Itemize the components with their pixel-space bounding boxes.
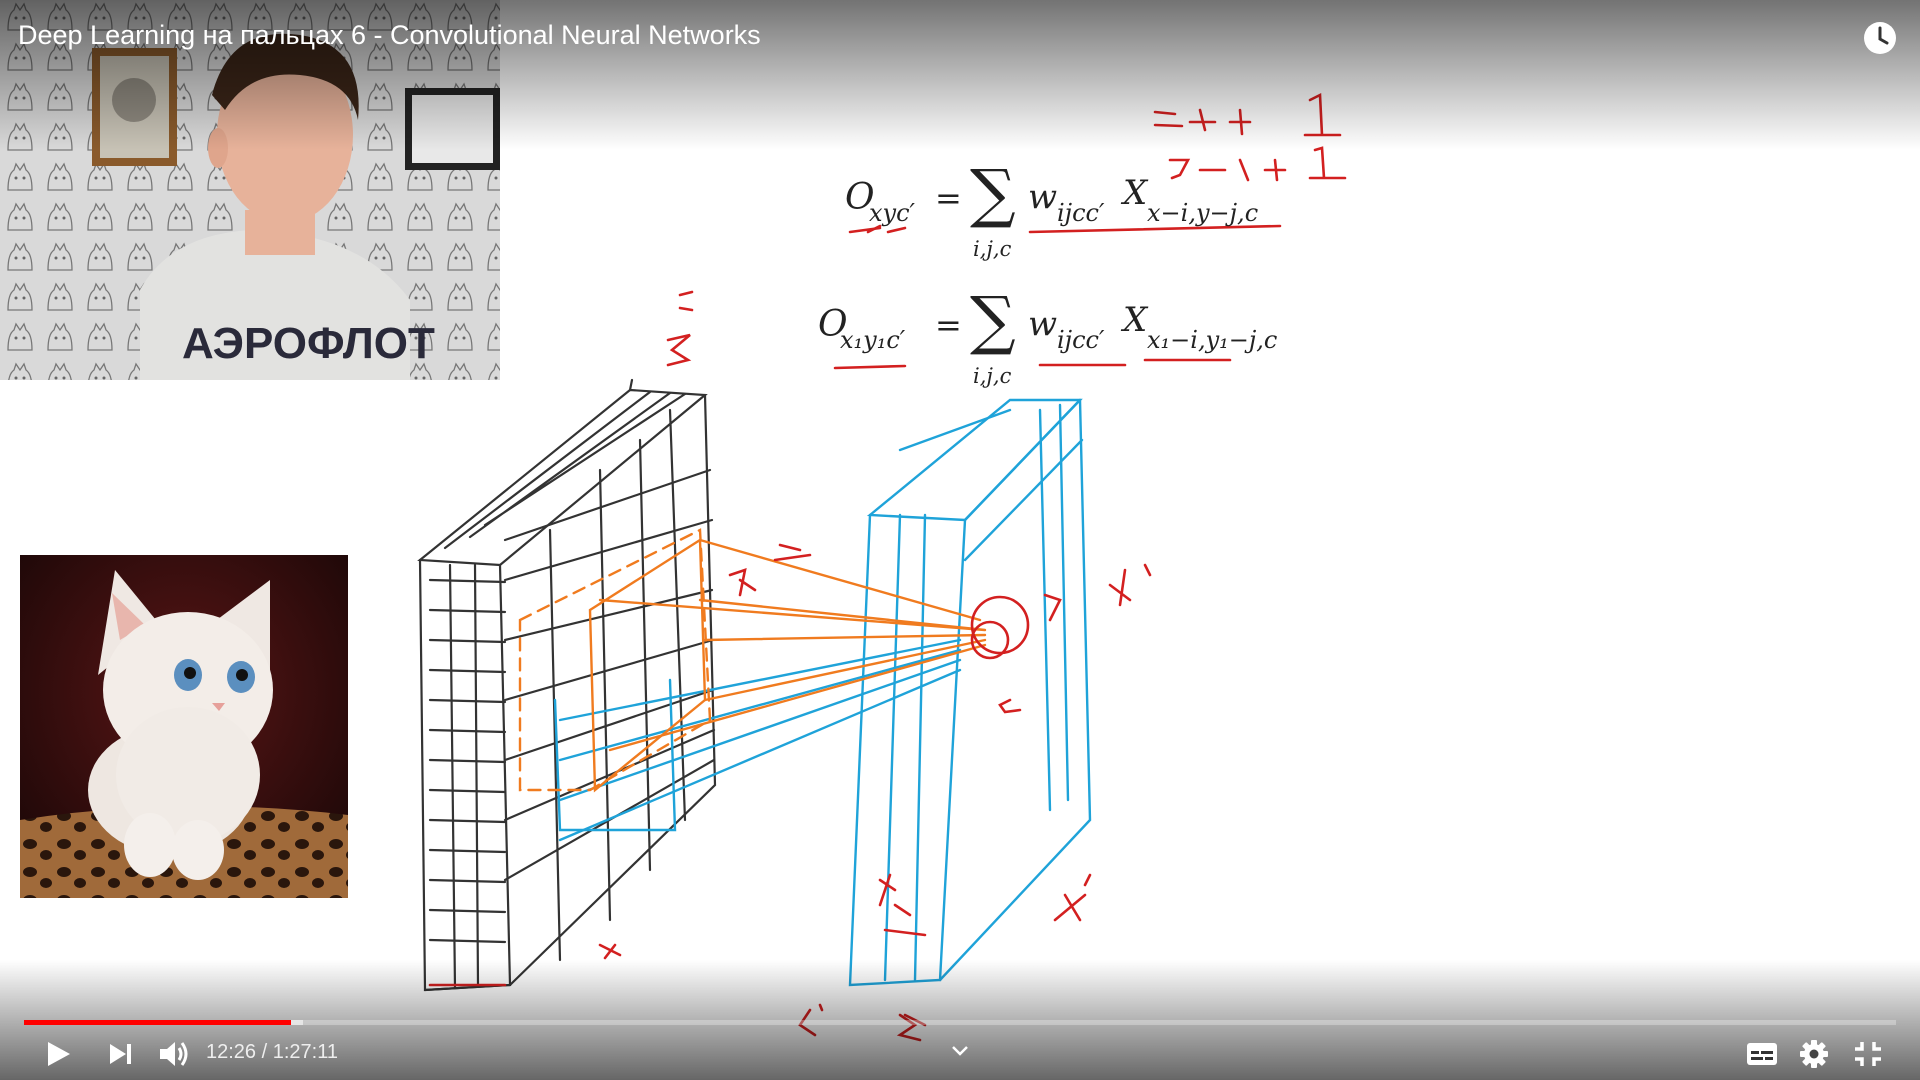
watch-later-button[interactable] [1860,18,1900,58]
current-time: 12:26 [206,1041,257,1063]
webcam-overlay: АЭРОФЛОТ [0,0,500,380]
formula-1-lhs: O [845,177,875,218]
chapter-chevron-button[interactable] [946,1040,974,1062]
formula-2-x-sub: x₁−i,y₁−j,c [1147,326,1278,354]
chevron-down-icon [952,1046,968,1056]
subtitles-icon [1747,1043,1777,1065]
time-separator: / [256,1041,273,1063]
gear-icon [1800,1040,1828,1068]
exit-fullscreen-icon [1855,1042,1881,1066]
play-icon [48,1042,70,1066]
next-icon [110,1044,131,1064]
formula-2-lhs-sub: x₁y₁c′ [840,326,906,354]
video-title[interactable]: Deep Learning на пальцах 6 - Convolution… [18,20,761,50]
formula-2-w: w [1028,304,1058,344]
volume-icon [160,1042,188,1066]
play-button[interactable] [34,1036,82,1072]
time-display: 12:26 / 1:27:11 [206,1041,338,1064]
formula-2-lhs: O [818,304,848,345]
formula-1: O xyc′ = ∑ i,j,c w ijcc′ X x−i,y−j,c [845,157,1285,275]
progress-bar[interactable] [24,1020,1896,1025]
formula-1-eq: = [935,179,962,217]
formula-2-sum-sub: i,j,c [973,364,1012,388]
formula-2-eq: = [935,306,962,344]
duration: 1:27:11 [272,1041,338,1063]
formula-1-w: w [1028,177,1058,217]
formula-1-sum-sub: i,j,c [973,237,1012,261]
formula-1-sigma: ∑ [970,157,1016,231]
exit-fullscreen-button[interactable] [1844,1036,1892,1072]
kitten-photo [20,555,348,898]
formula-2-w-sub: ijcc′ [1057,326,1105,354]
formula-1-w-sub: ijcc′ [1057,199,1105,227]
subtitles-button[interactable] [1738,1036,1786,1072]
progress-played [24,1020,291,1025]
formula-1-x-sub: x−i,y−j,c [1147,199,1259,227]
formula-2-sigma: ∑ [970,284,1016,358]
formula-2: O x₁y₁c′ = ∑ i,j,c w ijcc′ X x₁−i,y₁−j,c [818,284,1288,402]
formula-1-x: X [1123,173,1148,213]
shirt-text: АЭРОФЛОТ [182,319,435,368]
next-button[interactable] [96,1036,144,1072]
formula-1-lhs-sub: xyc′ [869,199,915,227]
clock-icon [1864,22,1896,54]
volume-button[interactable] [150,1036,198,1072]
formula-2-x: X [1123,300,1148,340]
kitten-image [20,555,348,898]
settings-button[interactable] [1790,1036,1838,1072]
presenter-image: АЭРОФЛОТ [0,0,500,380]
